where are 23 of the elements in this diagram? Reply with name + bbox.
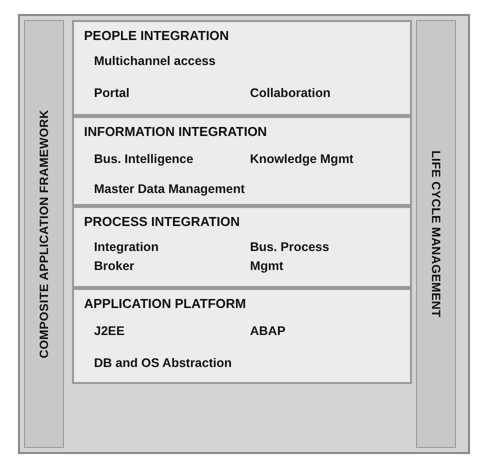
- layer-box: [72, 288, 412, 384]
- layer-box: [72, 116, 412, 206]
- component-text: Bus. Intelligence: [94, 152, 194, 166]
- layer-title: PROCESS INTEGRATION: [84, 214, 240, 229]
- component-text: Master Data Management: [94, 182, 245, 196]
- component-text: DB and OS Abstraction: [94, 356, 232, 370]
- component-text: Collaboration: [250, 86, 331, 100]
- layer-title: INFORMATION INTEGRATION: [84, 124, 267, 139]
- layer-title: APPLICATION PLATFORM: [84, 296, 246, 311]
- side-band: [416, 20, 456, 448]
- band-title: LIFE CYCLE MANAGEMENT: [429, 150, 443, 318]
- component-text: Bus. Process Mgmt: [250, 239, 330, 275]
- layer-title: PEOPLE INTEGRATION: [84, 28, 229, 43]
- component-text: Multichannel access: [94, 54, 216, 68]
- component-text: ABAP: [250, 324, 286, 338]
- layer-box: [72, 20, 412, 116]
- band-title: COMPOSITE APPLICATION FRAMEWORK: [37, 110, 51, 358]
- component-text: J2EE: [94, 324, 125, 338]
- component-text: Knowledge Mgmt: [250, 152, 354, 166]
- component-text: Portal: [94, 86, 130, 100]
- layer-box: [72, 206, 412, 288]
- side-band: [24, 20, 64, 448]
- component-text: Integration Broker: [94, 239, 160, 275]
